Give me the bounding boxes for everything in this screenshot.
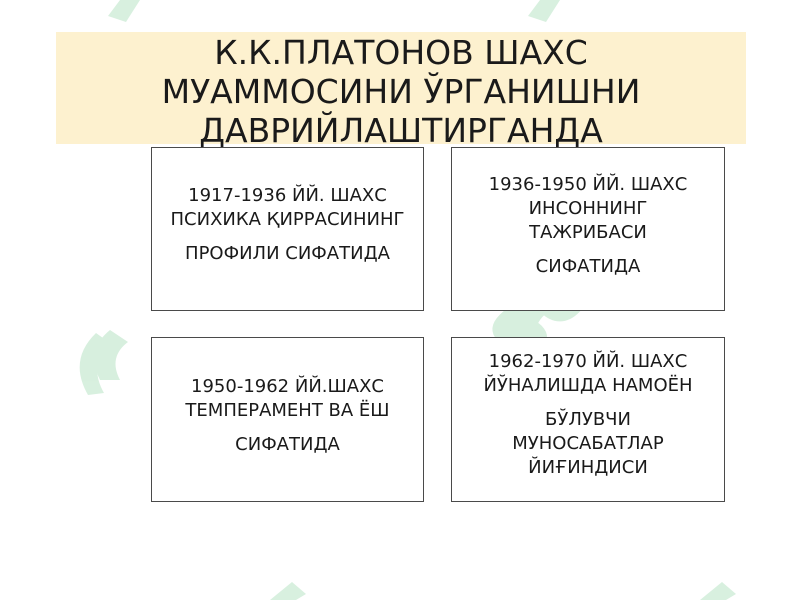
page-title: К.К.ПЛАТОНОВ ШАХС МУАММОСИНИ ЎРГАНИШНИ Д… [56,33,746,150]
period-dates: 1962-1970 ЙЙ. ШАХС [488,351,688,372]
watermark-logo-icon [94,330,128,380]
period-description: ЙЎНАЛИШДА НАМОЁН [483,375,693,396]
title-line-1: К.К.ПЛАТОНОВ ШАХС [214,33,588,72]
title-line-3: ДАВРИЙЛАШТИРГАНДА [199,111,603,150]
title-line-2: МУАММОСИНИ ЎРГАНИШНИ [161,72,641,111]
period-box-1962-1970: 1962-1970 ЙЙ. ШАХС ЙЎНАЛИШДА НАМОЁН БЎЛУ… [451,337,725,502]
period-description: СИФАТИДА [235,434,340,455]
period-dates: 1917-1936 ЙЙ. ШАХС [188,185,387,206]
period-description: МУНОСАБАТЛАР [512,433,664,454]
period-description: ПСИХИКА ҚИРРАСИНИНГ [170,209,405,230]
period-description: ПРОФИЛИ СИФАТИДА [185,243,390,264]
period-description: СИФАТИДА [535,256,641,277]
period-box-1936-1950: 1936-1950 ЙЙ. ШАХС ИНСОННИНГ ТАЖРИБАСИ С… [451,147,725,311]
period-description: ИНСОННИНГ [528,198,648,219]
period-description: ТАЖРИБАСИ [529,222,647,243]
period-description: БЎЛУВЧИ [545,409,631,430]
title-banner [56,32,746,144]
period-dates: 1936-1950 ЙЙ. ШАХС [488,174,688,195]
period-box-1917-1936: 1917-1936 ЙЙ. ШАХС ПСИХИКА ҚИРРАСИНИНГ П… [151,147,424,311]
period-box-1950-1962: 1950-1962 ЙЙ.ШАХС ТЕМПЕРАМЕНТ ВА ЁШ СИФА… [151,337,424,502]
period-dates: 1950-1962 ЙЙ.ШАХС [191,376,384,397]
period-description: ТЕМПЕРАМЕНТ ВА ЁШ [185,400,390,421]
period-description: ЙИҒИНДИСИ [528,457,648,478]
